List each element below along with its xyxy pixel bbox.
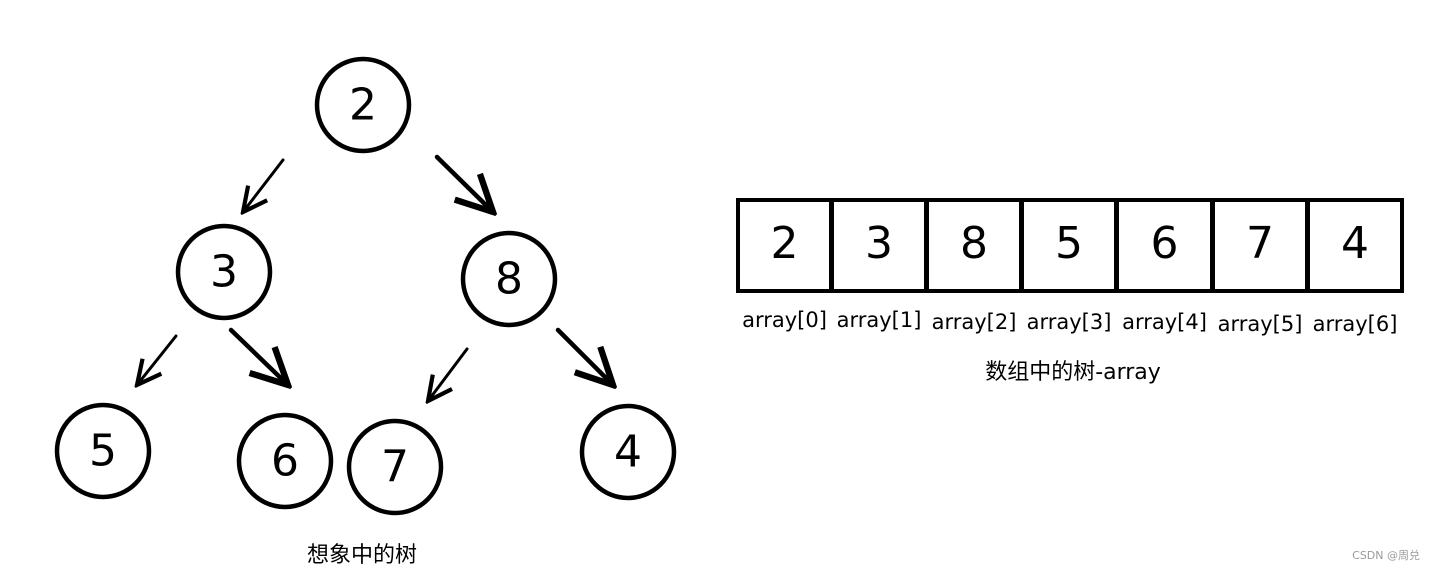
tree-node-label: 6 (271, 436, 299, 487)
tree-node-label: 3 (210, 247, 238, 298)
tree-node-circle (460, 230, 558, 328)
tree-edge-arrow (555, 327, 613, 385)
array-cell-box (925, 198, 1023, 293)
tree-edge-arrow (228, 327, 288, 385)
array-cell-value: 3 (865, 218, 893, 269)
array-cell: 7 array[5] (1211, 198, 1309, 336)
array-cell-value: 8 (960, 218, 988, 269)
array-cell-box (1306, 198, 1404, 293)
array-cell-index-label: array[4] (1122, 310, 1207, 334)
tree-node: 8 (460, 230, 558, 328)
tree-node: 7 (346, 418, 444, 516)
tree-edge-arrow (434, 154, 493, 212)
tree-edge-arrow (137, 334, 178, 385)
tree-node-label: 7 (381, 442, 409, 493)
array-cell-index-label: array[3] (1027, 310, 1112, 334)
tree-node-label: 5 (89, 426, 117, 477)
array-cell-box (1115, 198, 1214, 293)
tree-caption: 想象中的树 (307, 543, 417, 568)
tree-nodes: 2 3 8 5 6 7 4 (54, 56, 677, 516)
array-cell-index-label: array[2] (932, 310, 1017, 334)
array-cell-index-label: array[5] (1218, 312, 1303, 336)
tree-node-circle (579, 403, 677, 501)
tree-node-circle (54, 402, 152, 500)
tree-node: 6 (236, 412, 334, 510)
array-cell: 5 array[3] (1020, 198, 1118, 334)
array-cell-index-label: array[1] (837, 308, 922, 332)
tree-edges (137, 154, 613, 401)
tree-node-label: 8 (495, 254, 523, 305)
tree-node-circle (175, 223, 273, 321)
array-cell-value: 2 (771, 218, 799, 269)
tree-node-circle (236, 412, 334, 510)
watermark: CSDN @周兑 (1352, 548, 1420, 562)
tree-node: 3 (175, 223, 273, 321)
array-cells: 2 array[0] 3 array[1] 8 array[2] 5 array[3] 6 arr… (736, 198, 1404, 336)
tree-edge-arrow (428, 347, 469, 401)
array-cell: 4 array[6] (1306, 198, 1404, 336)
tree-node: 4 (579, 403, 677, 501)
tree-edge-arrow (243, 158, 285, 212)
tree-node: 2 (314, 56, 412, 154)
array-cell: 2 array[0] (736, 198, 833, 332)
tree-node-circle (314, 56, 412, 154)
tree-node-label: 4 (614, 427, 642, 478)
array-cell-index-label: array[6] (1313, 312, 1398, 336)
array-cell: 6 array[4] (1115, 198, 1214, 334)
tree-node-label: 2 (349, 80, 377, 131)
array-cell: 3 array[1] (830, 198, 928, 332)
array-cell-value: 5 (1055, 218, 1083, 269)
array-cell-value: 7 (1246, 218, 1274, 269)
array-cell-value: 6 (1151, 218, 1179, 269)
tree-node-circle (346, 418, 444, 516)
array-caption: 数组中的树-array (985, 360, 1161, 385)
tree-node: 5 (54, 402, 152, 500)
array-cell-index-label: array[0] (742, 308, 827, 332)
array-cell: 8 array[2] (925, 198, 1023, 334)
array-cell-value: 4 (1341, 218, 1369, 269)
